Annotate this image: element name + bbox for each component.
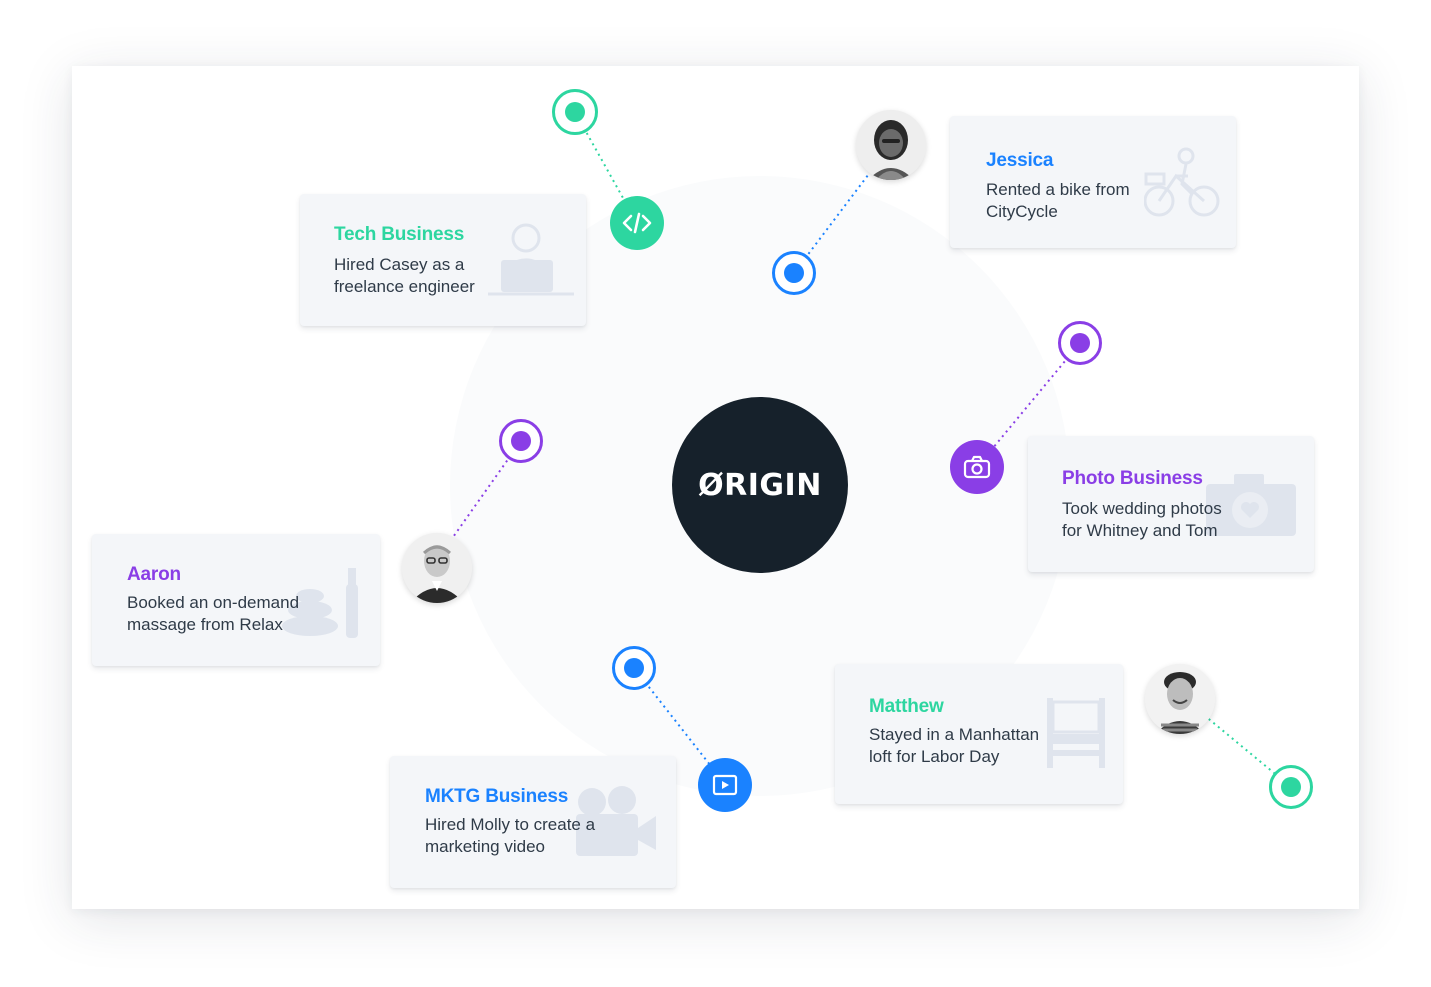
camera-icon [963,455,991,479]
bed-icon [1047,698,1105,768]
card-description: Took wedding photos for Whitney and Tom [1062,499,1222,540]
video-camera-icon [576,786,656,856]
card-mktg-business: MKTG Business Hired Molly to create a ma… [390,756,676,888]
origin-logo-text: ØRIGIN [698,467,822,503]
card-title: Matthew [869,696,944,717]
card-description: Hired Molly to create a marketing video [425,815,596,856]
camera-heart-icon [1206,474,1296,536]
avatar-jessica [856,110,926,180]
video-play-icon [712,774,738,796]
pin-mktg [612,646,656,690]
avatar-matthew [1145,664,1215,734]
person-avatar-man [1145,664,1215,734]
card-title: MKTG Business [425,786,569,807]
card-jessica: Jessica Rented a bike from CityCycle [950,116,1236,248]
card-title: Aaron [127,564,181,585]
card-description: Stayed in a Manhattan loft for Labor Day [869,725,1040,766]
card-matthew: Matthew Stayed in a Manhattan loft for L… [835,664,1123,804]
card-title: Jessica [986,150,1054,171]
pin-matthew [1269,765,1313,809]
spa-stones-icon [282,568,358,638]
pin-aaron [499,419,543,463]
card-description: Booked an on-demand massage from Relax [127,593,300,634]
bicycle-rider-icon [1144,147,1220,217]
camera-badge [950,440,1004,494]
pin-jessica [772,251,816,295]
card-description: Rented a bike from CityCycle [986,180,1130,221]
card-photo-business: Photo Business Took wedding photos for W… [1028,436,1314,572]
card-description: Hired Casey as a freelance engineer [334,255,475,296]
card-title: Tech Business [334,224,465,245]
avatar-aaron [402,533,472,603]
origin-logo: ØRIGIN [672,397,848,573]
pin-photo [1058,321,1102,365]
card-aaron: Aaron Booked an on-demand massage from R… [92,534,380,666]
person-avatar-woman [856,110,926,180]
video-badge [698,758,752,812]
code-badge [610,196,664,250]
diagram-frame: ØRIGIN Tech Business Hired Casey as a fr… [72,66,1359,909]
person-avatar-man-glasses [402,533,472,603]
card-title: Photo Business [1062,468,1203,489]
pin-tech [552,89,598,135]
code-icon [622,212,652,234]
card-tech-business: Tech Business Hired Casey as a freelance… [300,194,586,326]
engineer-laptop-icon [488,223,574,296]
